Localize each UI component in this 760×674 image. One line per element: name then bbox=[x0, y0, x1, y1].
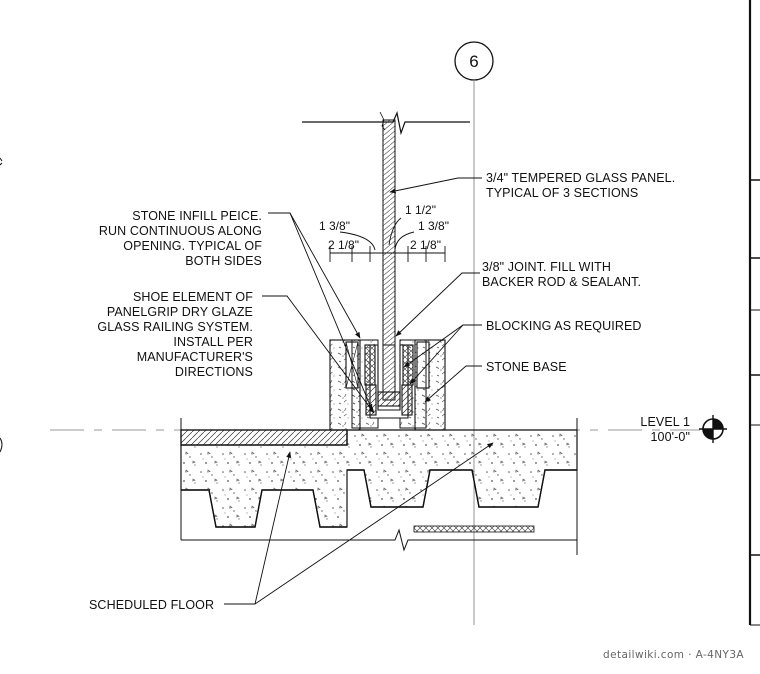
svg-text:OPENING. TYPICAL OF: OPENING. TYPICAL OF bbox=[123, 239, 262, 253]
svg-text:PANELGRIP DRY GLAZE: PANELGRIP DRY GLAZE bbox=[107, 305, 253, 319]
dim-left-inner: 1 3/8" bbox=[319, 219, 350, 233]
svg-text:TYPICAL OF 3 SECTIONS: TYPICAL OF 3 SECTIONS bbox=[486, 186, 638, 200]
dim-right-outer: 2 1/8" bbox=[410, 238, 441, 252]
dim-left-outer: 2 1/8" bbox=[328, 238, 359, 252]
svg-text:BOTH SIDES: BOTH SIDES bbox=[185, 254, 262, 268]
svg-text:3/4" TEMPERED GLASS PANEL.: 3/4" TEMPERED GLASS PANEL. bbox=[486, 171, 675, 185]
note-joint: 3/8" JOINT. FILL WITH BACKER ROD & SEALA… bbox=[482, 260, 641, 289]
dimension-lines bbox=[329, 217, 446, 262]
dim-right-inner: 1 3/8" bbox=[418, 219, 449, 233]
gridline-label: 6 bbox=[469, 52, 478, 71]
credit-text: detailwiki.com · A-4NY3A bbox=[603, 649, 744, 661]
svg-text:MANUFACTURER'S: MANUFACTURER'S bbox=[137, 350, 253, 364]
level-name: LEVEL 1 bbox=[640, 415, 690, 429]
svg-text:RUN CONTINUOUS ALONG: RUN CONTINUOUS ALONG bbox=[99, 224, 262, 238]
svg-text:BACKER ROD & SEALANT.: BACKER ROD & SEALANT. bbox=[482, 275, 641, 289]
top-break-line bbox=[302, 111, 470, 136]
svg-text:DIRECTIONS: DIRECTIONS bbox=[175, 365, 253, 379]
svg-text:STONE INFILL PEICE.: STONE INFILL PEICE. bbox=[132, 209, 262, 223]
note-stone-base: STONE BASE bbox=[486, 360, 567, 374]
note-scheduled-floor: SCHEDULED FLOOR bbox=[89, 598, 214, 612]
note-shoe-element: SHOE ELEMENT OF PANELGRIP DRY GLAZE GLAS… bbox=[97, 290, 253, 379]
title-block-edge bbox=[748, 0, 760, 626]
svg-text:INSTALL PER: INSTALL PER bbox=[173, 335, 253, 349]
svg-text:SHOE ELEMENT OF: SHOE ELEMENT OF bbox=[133, 290, 253, 304]
dim-glass-width: 1 1/2" bbox=[405, 203, 436, 217]
floor-slab bbox=[180, 418, 578, 555]
note-glass-panel: 3/4" TEMPERED GLASS PANEL. TYPICAL OF 3 … bbox=[486, 171, 675, 200]
glass-panel bbox=[379, 111, 396, 401]
left-margin-fragments bbox=[0, 157, 3, 453]
level-elevation: 100'-0" bbox=[651, 430, 691, 444]
svg-text:3/8" JOINT. FILL WITH: 3/8" JOINT. FILL WITH bbox=[482, 260, 611, 274]
note-blocking: BLOCKING AS REQUIRED bbox=[486, 319, 642, 333]
svg-text:GLASS RAILING SYSTEM.: GLASS RAILING SYSTEM. bbox=[97, 320, 253, 334]
leader-lines bbox=[224, 177, 494, 605]
gridline-6: 6 bbox=[454, 41, 494, 625]
note-stone-infill: STONE INFILL PEICE. RUN CONTINUOUS ALONG… bbox=[99, 209, 262, 268]
